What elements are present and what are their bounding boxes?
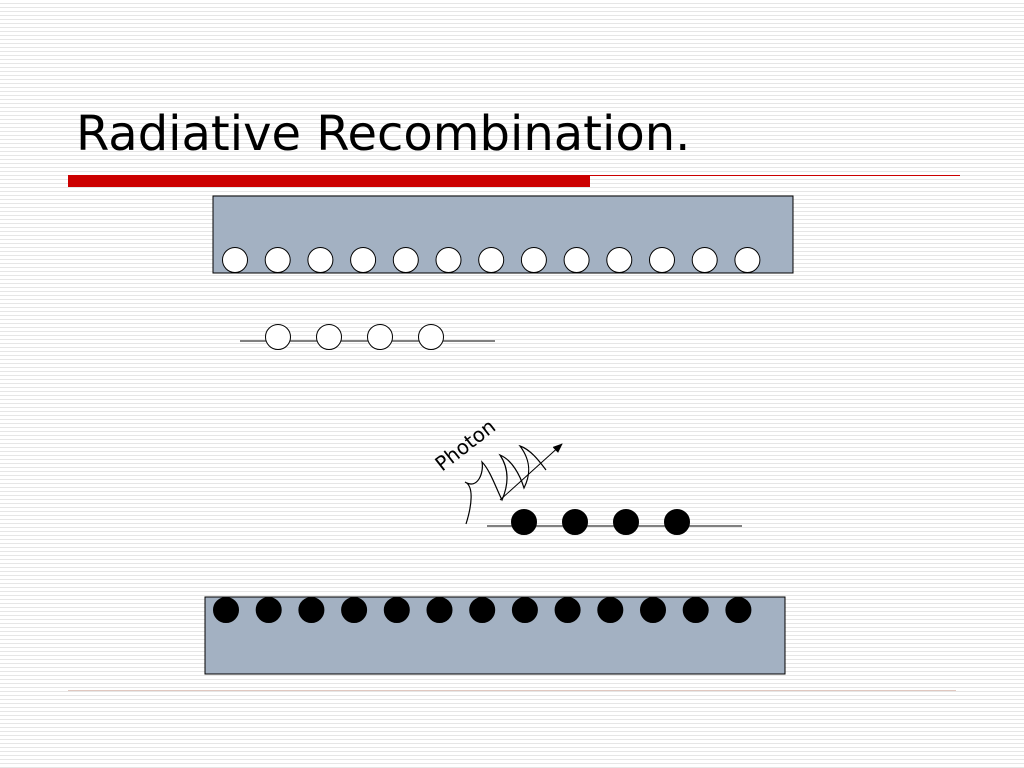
electron	[298, 597, 325, 623]
photon-arrow	[499, 443, 563, 501]
electron	[562, 509, 588, 535]
hole	[435, 247, 462, 273]
electron	[511, 509, 537, 535]
hole	[478, 247, 505, 273]
hole	[418, 324, 444, 350]
photon-label: Photon	[430, 414, 500, 476]
electron	[426, 597, 453, 623]
electron	[255, 597, 282, 623]
electron	[554, 597, 581, 623]
hole	[563, 247, 590, 273]
electron	[469, 597, 496, 623]
hole	[734, 247, 761, 273]
hole	[265, 324, 291, 350]
slide-title: Radiative Recombination.	[76, 106, 691, 162]
hole	[520, 247, 547, 273]
hole	[307, 247, 334, 273]
electron	[682, 597, 709, 623]
conduction-band-holes	[222, 247, 761, 273]
footer-divider	[68, 690, 956, 691]
hole	[606, 247, 633, 273]
upper-level-holes	[265, 324, 444, 350]
electron	[725, 597, 752, 623]
hole	[264, 247, 291, 273]
title-underline-thick	[68, 175, 590, 187]
electron	[213, 597, 239, 623]
hole	[222, 247, 248, 273]
electron	[664, 509, 690, 535]
hole	[691, 247, 718, 273]
electron	[511, 597, 538, 623]
hole	[316, 324, 342, 350]
electron	[613, 509, 639, 535]
electron	[640, 597, 666, 623]
hole	[649, 247, 675, 273]
hole	[367, 324, 393, 350]
valence-band-electrons	[213, 597, 752, 623]
electron	[597, 597, 624, 623]
electron	[383, 597, 410, 623]
lower-level-electrons	[511, 509, 690, 535]
title-underline-thin	[590, 175, 960, 176]
electron	[341, 597, 368, 623]
photon-wave	[464, 444, 547, 525]
hole	[392, 247, 419, 273]
hole	[350, 247, 377, 273]
